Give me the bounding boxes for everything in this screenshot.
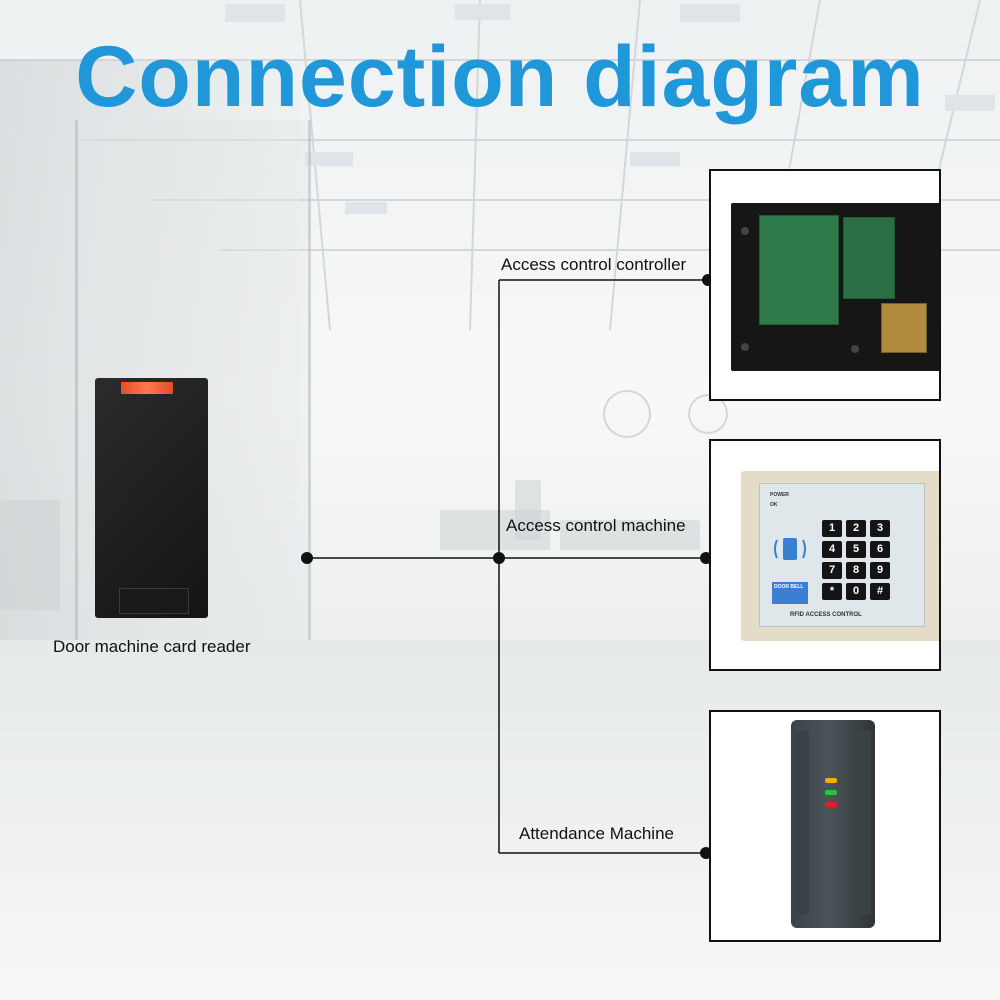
key-7: 7 xyxy=(822,562,842,579)
ok-indicator-label: OK xyxy=(770,502,778,508)
key-6: 6 xyxy=(870,541,890,558)
desk xyxy=(560,520,700,550)
reader-grip xyxy=(795,730,809,915)
mount-hole xyxy=(741,227,749,235)
attendance-label: Attendance Machine xyxy=(519,824,674,843)
controller-image-box xyxy=(709,169,941,401)
key-8: 8 xyxy=(846,562,866,579)
reader-connection-dot xyxy=(301,552,313,564)
reader-led xyxy=(121,382,173,394)
desk xyxy=(515,480,541,540)
reader-grip xyxy=(857,730,871,915)
junction-dot xyxy=(493,552,505,564)
door-card-reader-image xyxy=(95,378,208,618)
key-1: 1 xyxy=(822,520,842,537)
key-4: 4 xyxy=(822,541,842,558)
key-3: 3 xyxy=(870,520,890,537)
reader-slot xyxy=(119,588,189,614)
controller-board xyxy=(759,215,839,325)
key-5: 5 xyxy=(846,541,866,558)
rfid-card-icon xyxy=(774,538,806,560)
attendance-reader-device xyxy=(791,720,875,928)
access-machine-image-box: POWER OK DOOR BELL RFID ACCESS CONTROL 1… xyxy=(709,439,941,671)
power-board xyxy=(843,217,895,299)
chair xyxy=(0,500,60,610)
wall-clock xyxy=(603,390,651,438)
card-reader-label: Door machine card reader xyxy=(53,637,251,656)
status-light-yellow xyxy=(825,778,837,783)
transformer xyxy=(881,303,927,353)
page-title: Connection diagram xyxy=(75,29,925,125)
machine-label: Access control machine xyxy=(506,516,686,535)
brand-label: RFID ACCESS CONTROL xyxy=(790,612,862,618)
key-hash: # xyxy=(870,583,890,600)
attendance-image-box xyxy=(709,710,941,942)
controller-panel xyxy=(731,203,939,371)
mount-hole xyxy=(741,343,749,351)
key-0: 0 xyxy=(846,583,866,600)
key-9: 9 xyxy=(870,562,890,579)
key-star: * xyxy=(822,583,842,600)
controller-label: Access control controller xyxy=(501,255,687,274)
key-2: 2 xyxy=(846,520,866,537)
keypad-device: POWER OK DOOR BELL RFID ACCESS CONTROL 1… xyxy=(741,471,939,641)
power-indicator-label: POWER xyxy=(770,492,789,498)
keypad-face: POWER OK DOOR BELL RFID ACCESS CONTROL 1… xyxy=(759,483,925,627)
status-light-red xyxy=(825,802,837,807)
status-light-green xyxy=(825,790,837,795)
mount-hole xyxy=(851,345,859,353)
doorbell-button: DOOR BELL xyxy=(772,582,808,604)
